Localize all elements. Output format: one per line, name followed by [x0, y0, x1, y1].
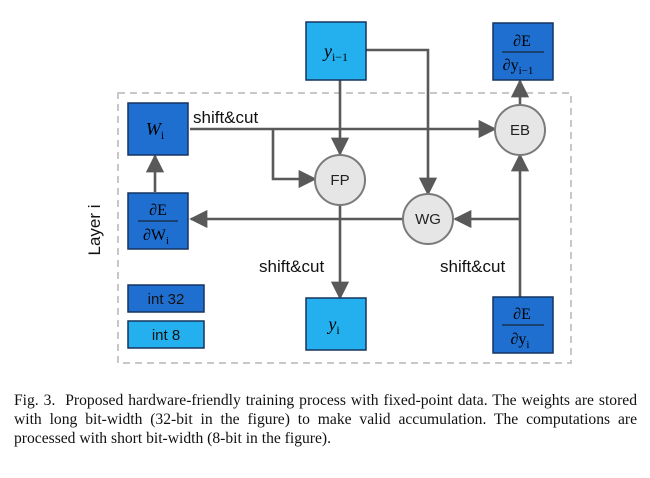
figure-caption-label: Fig. 3. [14, 392, 56, 409]
box-de-dw: ∂E ∂Wi [127, 192, 189, 250]
box-de-dy-prev: ∂E ∂yi−1 [492, 22, 554, 81]
training-process-diagram: Layer i shift&cut shift&cut shift&cut FP… [85, 21, 572, 364]
svg-text:∂yi: ∂yi [511, 331, 530, 351]
layer-label: Layer i [85, 204, 104, 255]
svg-text:∂Wi: ∂Wi [143, 227, 169, 247]
node-fp: FP [314, 154, 366, 206]
svg-text:EB: EB [510, 122, 530, 139]
legend-int8: int 8 [127, 320, 205, 349]
svg-text:yi: yi [326, 314, 340, 337]
node-eb: EB [494, 104, 546, 156]
svg-text:WG: WG [415, 211, 441, 228]
box-y-i: yi [305, 297, 367, 351]
svg-text:∂E: ∂E [513, 33, 531, 50]
svg-text:∂E: ∂E [513, 306, 531, 323]
node-wg: WG [402, 193, 454, 245]
svg-text:Wi: Wi [146, 119, 165, 142]
box-y-prev: yi−1 [305, 21, 367, 81]
layer-frame [117, 92, 572, 364]
shift-cut-label-top: shift&cut [193, 108, 258, 127]
svg-text:∂yi−1: ∂yi−1 [503, 57, 534, 77]
svg-text:int 8: int 8 [152, 327, 180, 344]
box-w-i: Wi [127, 102, 189, 156]
box-de-dy: ∂E ∂yi [492, 296, 554, 354]
shift-cut-label-fp: shift&cut [259, 257, 324, 276]
legend-int32: int 32 [127, 284, 205, 313]
svg-text:FP: FP [330, 172, 349, 189]
figure-caption: Fig. 3. Proposed hardware-friendly train… [14, 391, 637, 448]
figure-caption-text: Proposed hardware-friendly training proc… [14, 392, 638, 447]
shift-cut-label-eb: shift&cut [440, 257, 505, 276]
svg-text:∂E: ∂E [149, 202, 167, 219]
arrow-yprev-to-wg [365, 48, 438, 196]
svg-text:yi−1: yi−1 [322, 41, 348, 64]
svg-text:int 32: int 32 [148, 291, 185, 308]
arrow-wi-to-fp [271, 129, 317, 189]
